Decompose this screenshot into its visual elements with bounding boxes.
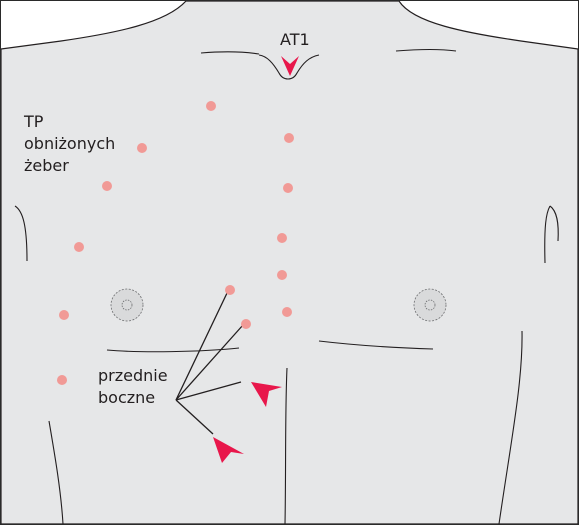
lowered-ribs-label: TP obniżonych żeber [24,111,115,177]
lowered-ribs-label-line-3: żeber [24,155,115,177]
at1-label: AT1 [280,29,310,51]
lowered-rib-point [74,242,84,252]
lowered-rib-point [102,181,112,191]
anterolateral-point [241,319,251,329]
right-areola [414,289,446,321]
midline-point [284,133,294,143]
midline-point [277,270,287,280]
left-areola [111,289,143,321]
anterolateral-point [225,285,235,295]
midline-point [277,233,287,243]
lowered-ribs-label-line-1: TP [24,111,115,133]
anterolateral-label: przednie boczne [98,365,168,409]
anterolateral-label-line-1: przednie [98,365,168,387]
lowered-ribs-label-line-2: obniżonych [24,133,115,155]
lowered-rib-point [137,143,147,153]
lowered-rib-point [57,375,67,385]
midline-point [282,307,292,317]
anterolateral-label-line-2: boczne [98,387,168,409]
lowered-rib-point [59,310,69,320]
midline-point [283,183,293,193]
lowered-rib-point [206,101,216,111]
